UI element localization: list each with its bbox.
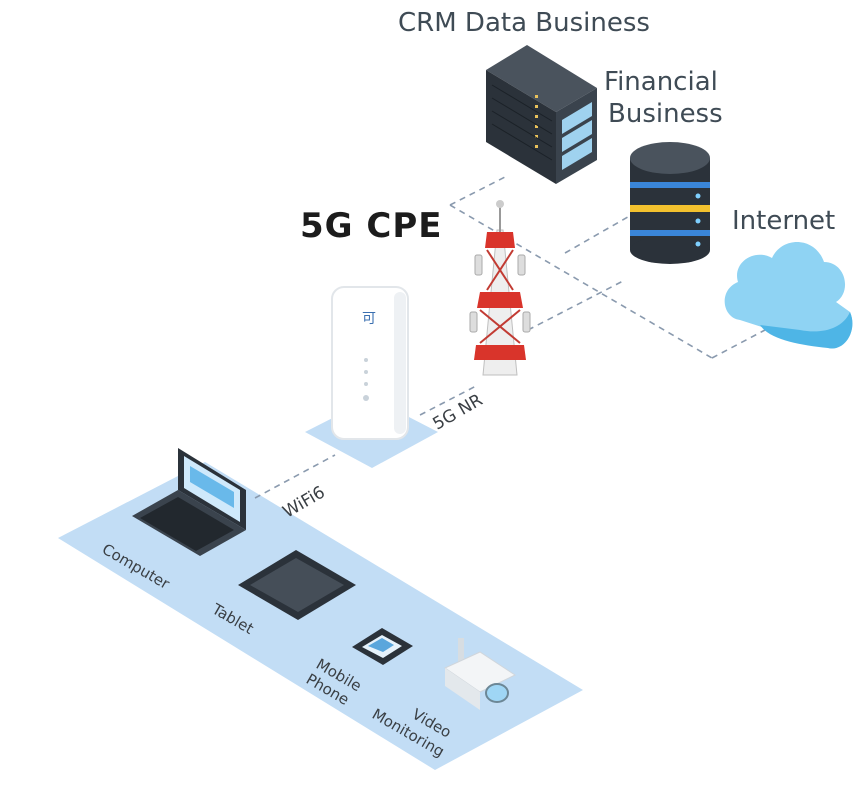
mobile-phone-icon [352,628,413,665]
video-camera-icon [443,638,517,710]
5g-tower-icon [469,200,531,376]
internet-cloud-icon [724,241,853,349]
computer-laptop-icon [132,448,246,556]
internet-label: Internet [732,206,836,236]
svg-text:可: 可 [362,311,376,327]
device-platform [58,462,583,770]
5g-cpe-router-icon: 可 [331,286,409,440]
financial-database-icon [630,142,710,264]
financial-label-line2: Business [608,99,723,129]
tablet-icon [238,550,356,620]
dashed-links [254,176,766,499]
financial-label-line1: Financial [604,67,718,97]
crm-label: CRM Data Business [398,8,650,38]
crm-server-rack-icon [486,45,597,184]
cpe-title: 5G CPE [300,206,443,246]
